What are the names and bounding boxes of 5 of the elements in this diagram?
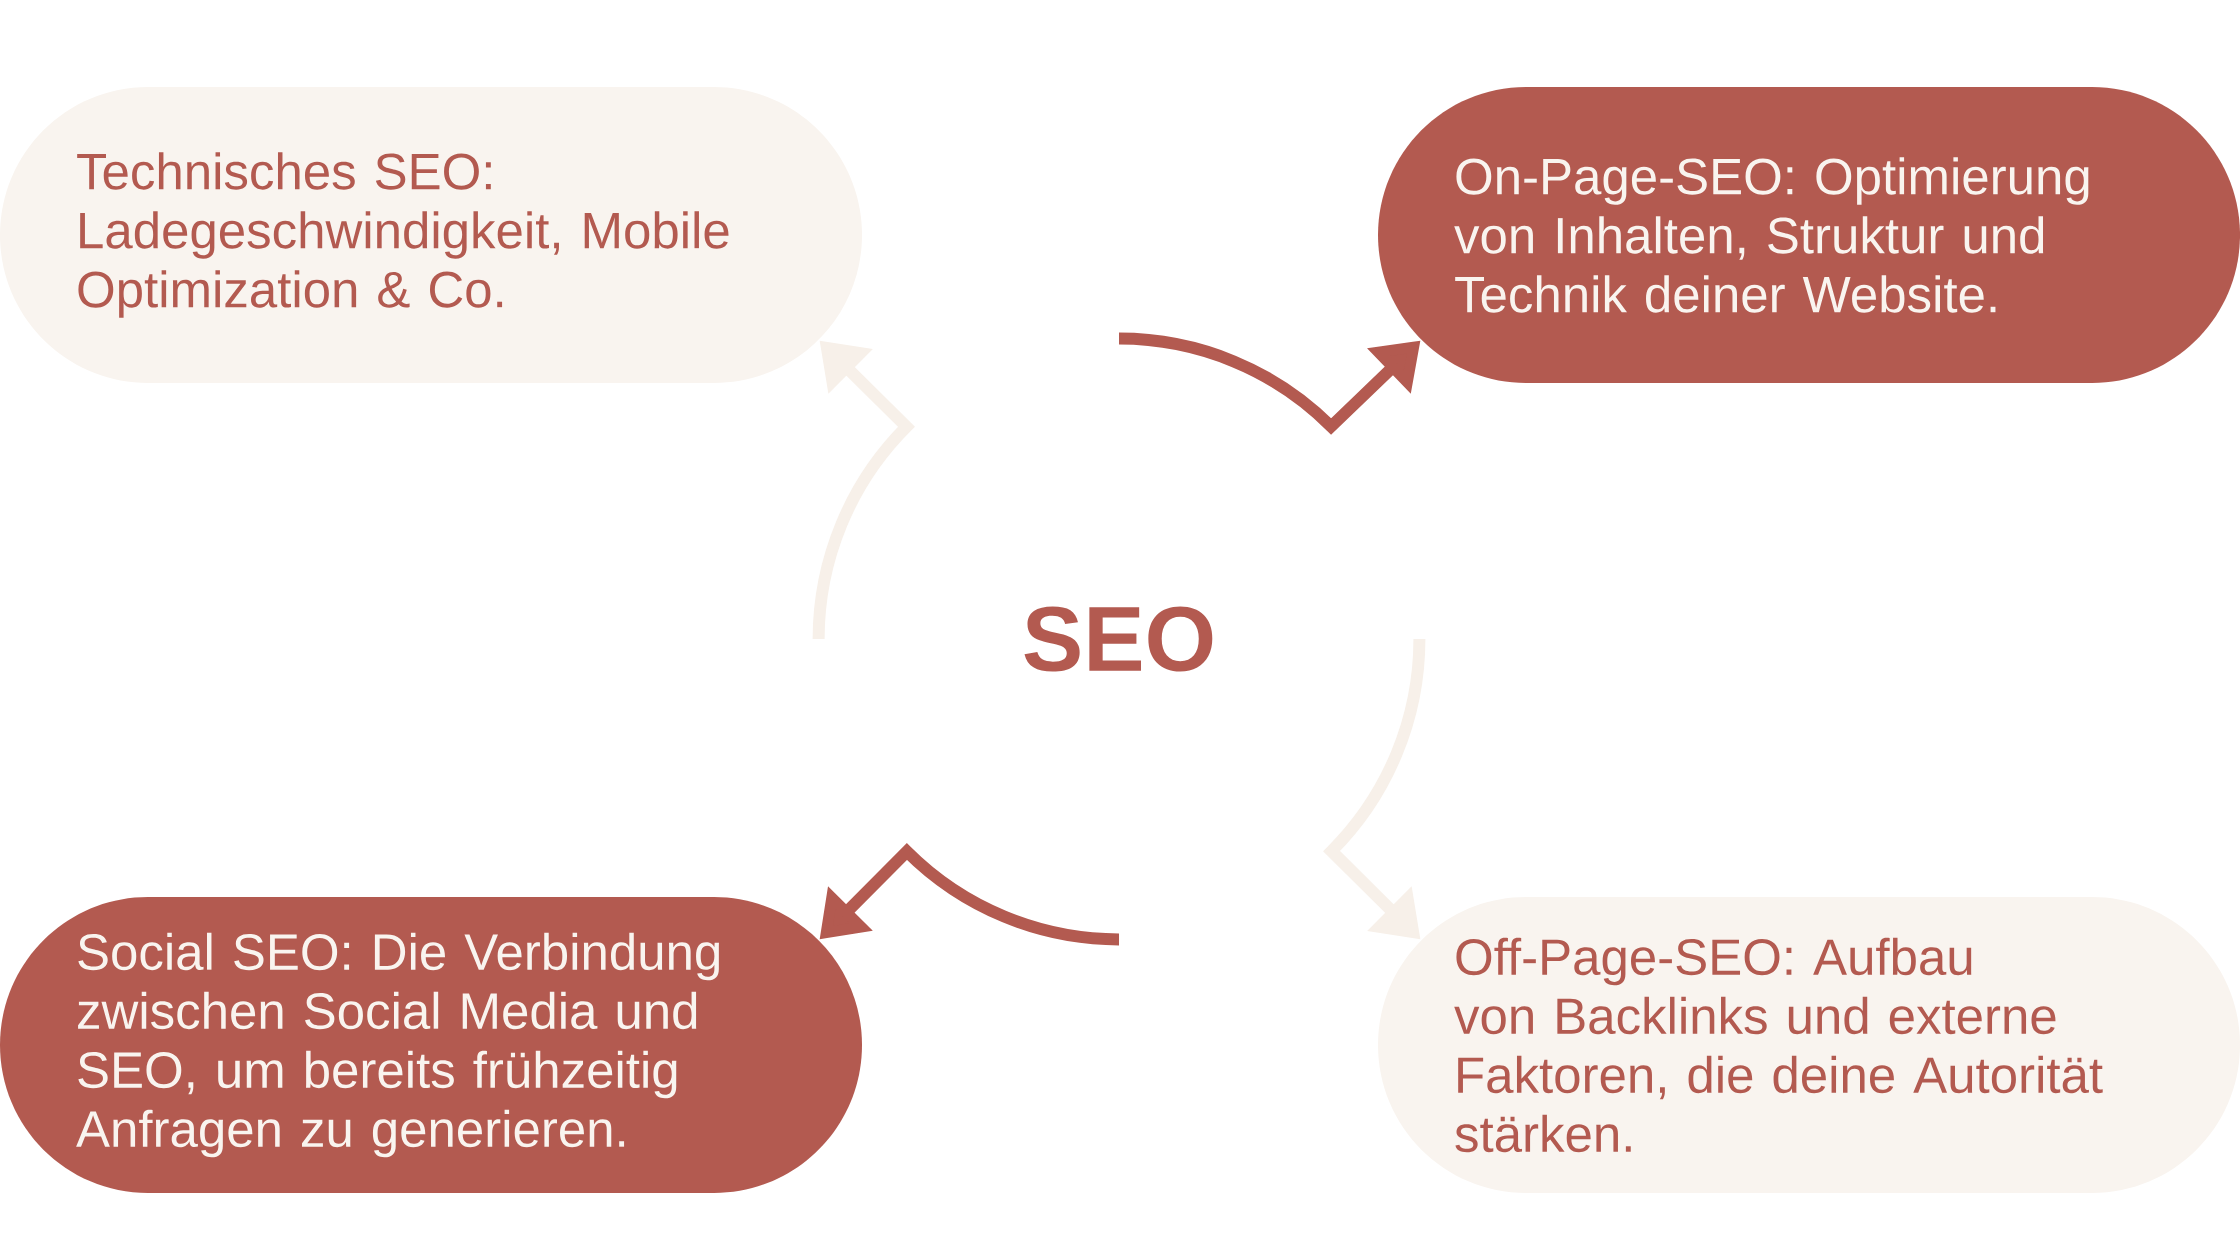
pill-box: On-Page-SEO: Optimierung von Inhalten, Struktur und Technik deiner Website. bbox=[1378, 87, 2240, 383]
pill-box: Technisches SEO: Ladegeschwindigkeit, Mobile Optimization & Co. bbox=[0, 87, 862, 383]
pill-box: Off-Page-SEO: Aufbau von Backlinks und externe Faktoren, die deine Autorität stärken. bbox=[1378, 897, 2240, 1193]
center-title: SEO bbox=[1024, 606, 1213, 672]
pill-box: Social SEO: Die Verbindung zwischen Social Media und SEO, um bereits frühzeitig Anfragen zu generieren. bbox=[0, 897, 862, 1193]
